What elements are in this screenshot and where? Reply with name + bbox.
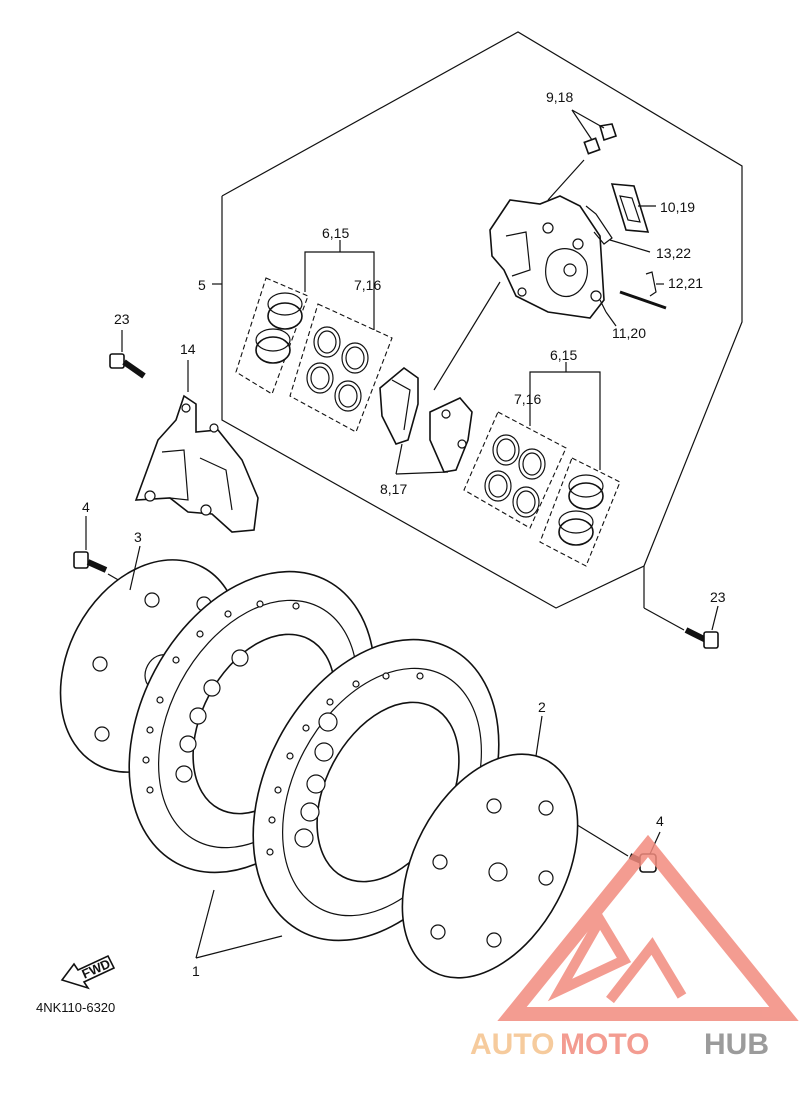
diagram-code: 4NK110-6320: [36, 1000, 115, 1015]
callout-7-16-right: 7,16: [514, 391, 541, 407]
seal-kit-left: [235, 240, 393, 433]
fwd-label: FWD: [79, 956, 112, 982]
callout-10-19: 10,19: [660, 199, 695, 215]
retaining-clip: [585, 205, 651, 253]
callout-4-left: 4: [82, 499, 90, 515]
leader-1: [195, 889, 283, 959]
callout-23-right: 23: [710, 589, 726, 605]
caliper-right: [489, 195, 605, 319]
brake-pads: [379, 281, 501, 475]
caliper-left: [134, 360, 259, 533]
callout-5: 5: [198, 277, 206, 293]
disc-bolt-left: [73, 516, 147, 597]
callout-14: 14: [180, 341, 196, 357]
callout-1: 1: [192, 963, 200, 979]
piston-right-1: [568, 474, 604, 510]
callout-4-right: 4: [656, 813, 664, 829]
piston-right-2: [558, 510, 594, 546]
bleeder-screw: [547, 109, 618, 201]
caliper-bolt-right: [643, 566, 719, 649]
pad-pin: [599, 271, 667, 327]
seal-kit-right: [463, 362, 621, 567]
watermark-logo: AUTO MOTO HUB: [470, 834, 799, 1061]
pad-spring: [610, 183, 656, 233]
caliper-assembly-outline: [221, 31, 743, 609]
watermark-hub: HUB: [704, 1028, 769, 1061]
callout-6-15-left: 6,15: [322, 225, 349, 241]
caliper-bolt-left: [109, 330, 146, 379]
watermark-moto: MOTO: [560, 1028, 649, 1061]
piston-left-2: [255, 328, 291, 364]
callout-6-15-right: 6,15: [550, 347, 577, 363]
watermark-auto: AUTO: [470, 1028, 554, 1061]
callout-13-22: 13,22: [656, 245, 691, 261]
callout-7-16-left: 7,16: [354, 277, 381, 293]
forward-arrow-icon: FWD: [60, 954, 116, 990]
callout-11-20: 11,20: [612, 325, 646, 341]
callout-8-17: 8,17: [380, 481, 407, 497]
callout-12-21: 12,21: [668, 275, 703, 291]
callout-23-left: 23: [114, 311, 130, 327]
disc-cover-right: [401, 715, 579, 979]
piston-left-1: [267, 292, 303, 330]
callout-2: 2: [538, 699, 546, 715]
callout-9-18: 9,18: [546, 89, 573, 105]
callout-3: 3: [134, 529, 142, 545]
